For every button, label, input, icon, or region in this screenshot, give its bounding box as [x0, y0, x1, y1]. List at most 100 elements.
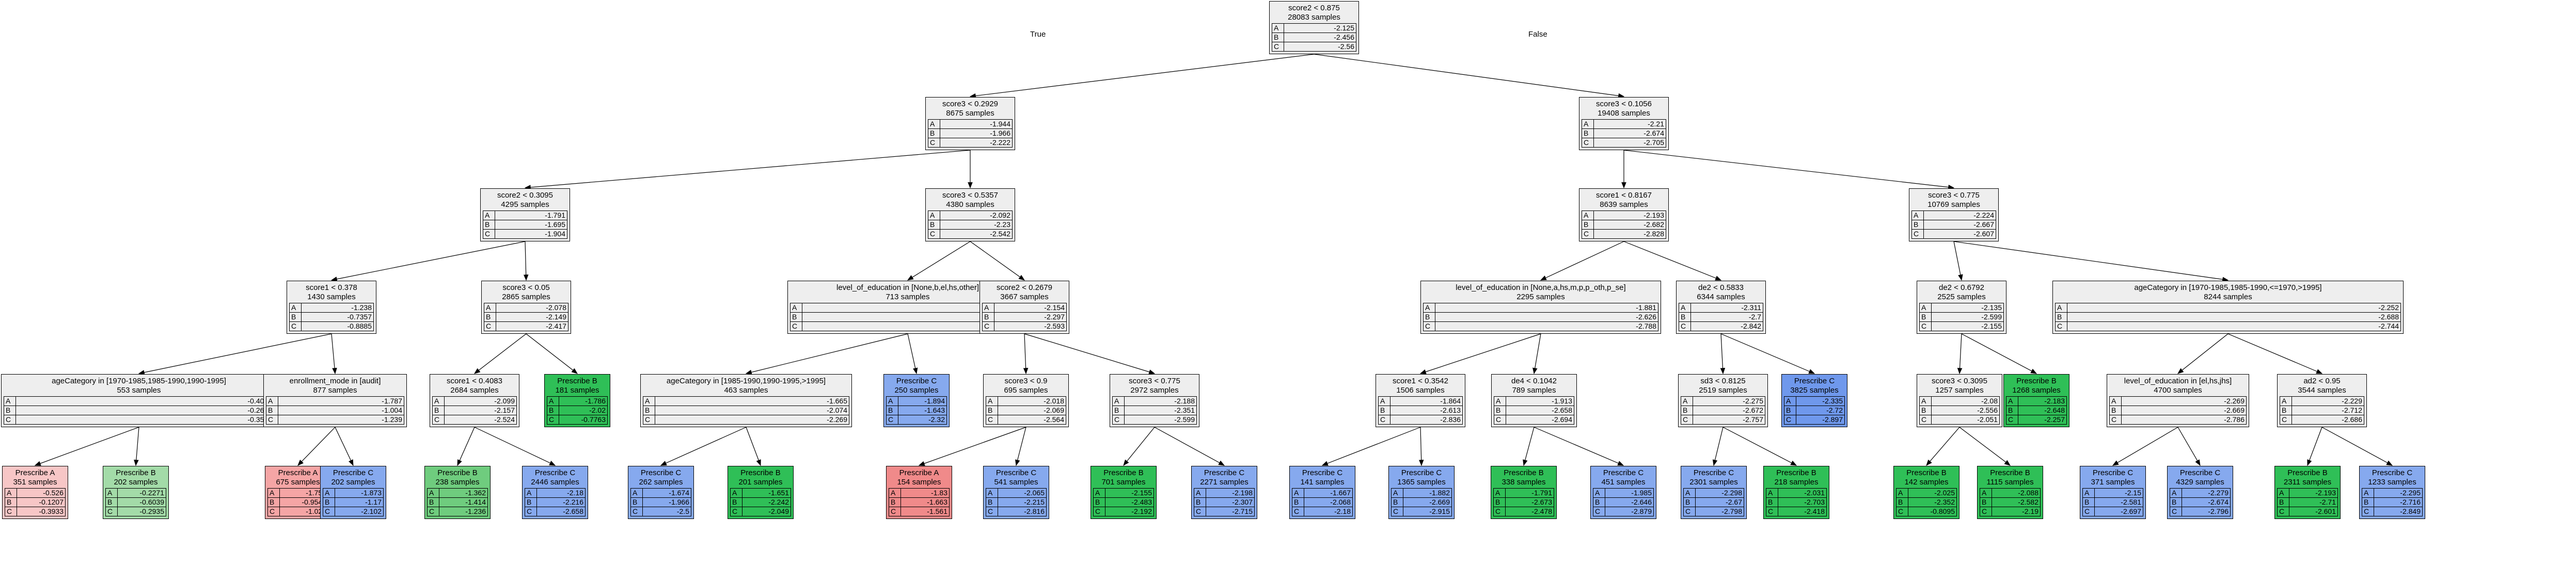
class-value-row: B-2.669 — [2109, 406, 2247, 415]
class-value: -2.068 — [1304, 497, 1353, 507]
class-name: A — [2082, 488, 2095, 498]
sample-count: 1430 samples — [307, 293, 356, 301]
class-name: C — [889, 507, 901, 516]
class-value: -2.155 — [1931, 321, 2004, 331]
class-name: C — [2006, 415, 2018, 425]
class-value-row: C-1.904 — [483, 229, 567, 239]
sample-count: 3544 samples — [2298, 386, 2346, 395]
class-value-row: C-2.694 — [1494, 415, 1574, 425]
class-value-row: A-2.025 — [1896, 488, 1957, 498]
class-value-row: A-1.894 — [886, 396, 947, 406]
tree-edge — [1015, 427, 1026, 466]
class-name: C — [1292, 507, 1304, 516]
class-value-row: A-2.088 — [1980, 488, 2041, 498]
class-value: -2.417 — [496, 321, 568, 331]
class-name: A — [886, 396, 898, 406]
class-value-row: B-2.688 — [2055, 312, 2401, 322]
sample-count: 8675 samples — [946, 109, 994, 118]
class-name: B — [547, 406, 559, 415]
leaf-decision-label: Prescribe A — [15, 468, 55, 477]
class-name: C — [1494, 415, 1506, 425]
class-name: C — [1911, 229, 1924, 239]
class-name: A — [2055, 303, 2067, 313]
class-value-row: A-2.08 — [1919, 396, 2000, 406]
class-name: A — [5, 488, 17, 498]
sample-count: 201 samples — [738, 478, 783, 487]
class-name: A — [1093, 488, 1105, 498]
class-name: B — [928, 128, 940, 138]
sample-count: 451 samples — [1601, 478, 1646, 487]
class-value: -2.613 — [1390, 406, 1463, 415]
class-value-row: A-1.864 — [1378, 396, 1463, 406]
sample-count: 238 samples — [435, 478, 480, 487]
sample-count: 8639 samples — [1600, 200, 1648, 209]
class-value: -1.881 — [1435, 303, 1658, 313]
class-value: -0.3933 — [17, 507, 66, 516]
tree-edge — [1532, 333, 1541, 375]
class-value-row: C-2.257 — [2006, 415, 2067, 425]
class-value-row: A-1.791 — [1493, 488, 1554, 498]
class-value: -2.08 — [1931, 396, 2000, 406]
class-value-row: B-2.074 — [643, 406, 849, 415]
class-value-row: B-1.17 — [323, 497, 384, 507]
class-value-row: C-2.897 — [1784, 415, 1845, 425]
class-value-row: C-0.7763 — [547, 415, 608, 425]
sample-count: 2295 samples — [1516, 293, 1565, 301]
class-value: -1.904 — [495, 229, 567, 239]
class-value: -2.524 — [444, 415, 517, 425]
class-value: -2.72 — [1796, 406, 1845, 415]
class-value-row: B-2.351 — [1112, 406, 1197, 415]
class-value: -2.601 — [2289, 507, 2338, 516]
class-value-row: B-2.456 — [1272, 33, 1356, 42]
class-value: -2.71 — [2289, 497, 2338, 507]
class-value: -2.257 — [2018, 415, 2067, 425]
class-value-row: C-2.744 — [2055, 321, 2401, 331]
class-value-row: B-2.352 — [1896, 497, 1957, 507]
class-value-row: B-2.483 — [1093, 497, 1154, 507]
class-value: -2.7 — [1690, 312, 1763, 322]
tree-edge — [1959, 427, 2011, 466]
class-value-row: B-1.004 — [266, 406, 404, 415]
tree-edge — [335, 427, 354, 466]
class-name: A — [630, 488, 643, 498]
class-name: A — [1679, 303, 1691, 313]
class-value: -2.757 — [1693, 415, 1765, 425]
split-condition: level_of_education in [None,b,el,hs,othe… — [836, 283, 979, 292]
tree-edge — [2177, 427, 2201, 466]
tree-edge — [1534, 427, 1624, 466]
class-value-row: C-0.3566 — [4, 415, 274, 425]
leaf-decision-label: Prescribe C — [1204, 468, 1245, 477]
class-value: -0.7357 — [301, 312, 374, 322]
class-value-row: C-2.658 — [525, 507, 586, 516]
class-name: B — [1980, 497, 1992, 507]
tree-edge — [1961, 333, 2037, 374]
class-value-row: B-2.648 — [2006, 406, 2067, 415]
class-value-row: C-1.236 — [427, 507, 488, 516]
tree-edge — [1123, 427, 1155, 466]
sample-count: 2301 samples — [1689, 478, 1738, 487]
class-value-row: C-2.879 — [1593, 507, 1654, 516]
class-name: A — [2362, 488, 2374, 498]
class-value: -2.193 — [1593, 210, 1666, 220]
class-name: C — [1194, 507, 1206, 516]
class-value-row: A-2.279 — [2170, 488, 2231, 498]
class-name: B — [982, 312, 994, 322]
class-value-row: B-2.646 — [1593, 497, 1654, 507]
tree-edge — [138, 333, 332, 375]
class-name: B — [1391, 497, 1403, 507]
class-value-row: B-2.23 — [928, 220, 1013, 230]
class-value: -2.786 — [2121, 415, 2247, 425]
class-name: A — [289, 303, 302, 313]
